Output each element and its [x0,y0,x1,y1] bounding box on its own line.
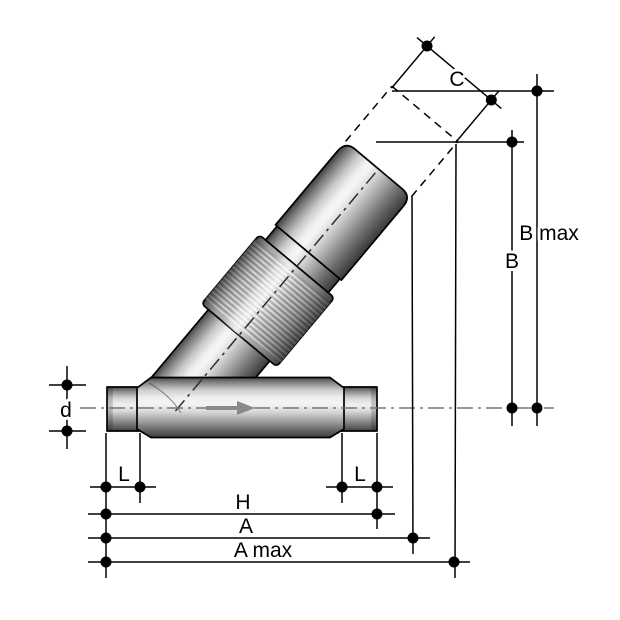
dimension-h: H [88,488,395,520]
label-b-max: B max [519,222,579,245]
spigot-left-end-chamfer [107,388,113,430]
label-a: A [239,515,253,538]
dimension-endpoint-dot [371,508,383,520]
dimension-endpoint-dot [531,85,543,97]
dimension-endpoint-dot [506,136,518,148]
dimension-endpoint-dot [407,532,419,544]
dimension-endpoint-dot [100,556,112,568]
flow-arrow-icon [206,401,255,415]
dimension-endpoint-dot [61,425,73,437]
dimension-endpoint-dot [448,556,460,568]
dimension-endpoint-dot [100,508,112,520]
dimension-endpoint-dot [371,481,383,493]
label-l-right: L [354,463,366,486]
spigot-right-end-chamfer [371,388,377,430]
label-c: C [449,68,464,91]
label-h: H [235,491,250,514]
dimension-endpoint-dot [134,481,146,493]
dimension-endpoint-dot [506,402,518,414]
dimension-a-max: A max [88,143,470,579]
dimension-c: C [391,36,502,143]
label-b: B [505,250,519,273]
dimension-endpoint-dot [531,402,543,414]
dimension-a: A [88,195,430,555]
dimension-endpoint-dot [61,379,73,391]
dimension-endpoint-dot [100,532,112,544]
dimension-endpoint-dot [485,94,497,106]
label-a-max: A max [234,539,293,562]
label-l-left: L [118,463,130,486]
label-d: d [60,399,72,422]
body-branch-fillet [148,382,182,414]
dimension-d: d [49,366,86,449]
extended-position-outline [345,85,459,198]
dimension-b-max: B max [392,74,582,426]
dimension-endpoint-dot [336,481,348,493]
dimension-b: B [376,130,524,426]
dimension-l-left: L [90,433,156,503]
actuator-handle [274,144,408,281]
dimension-endpoint-dot [100,481,112,493]
dimension-endpoint-dot [421,40,433,52]
actuator-axis-centerline [174,169,379,412]
